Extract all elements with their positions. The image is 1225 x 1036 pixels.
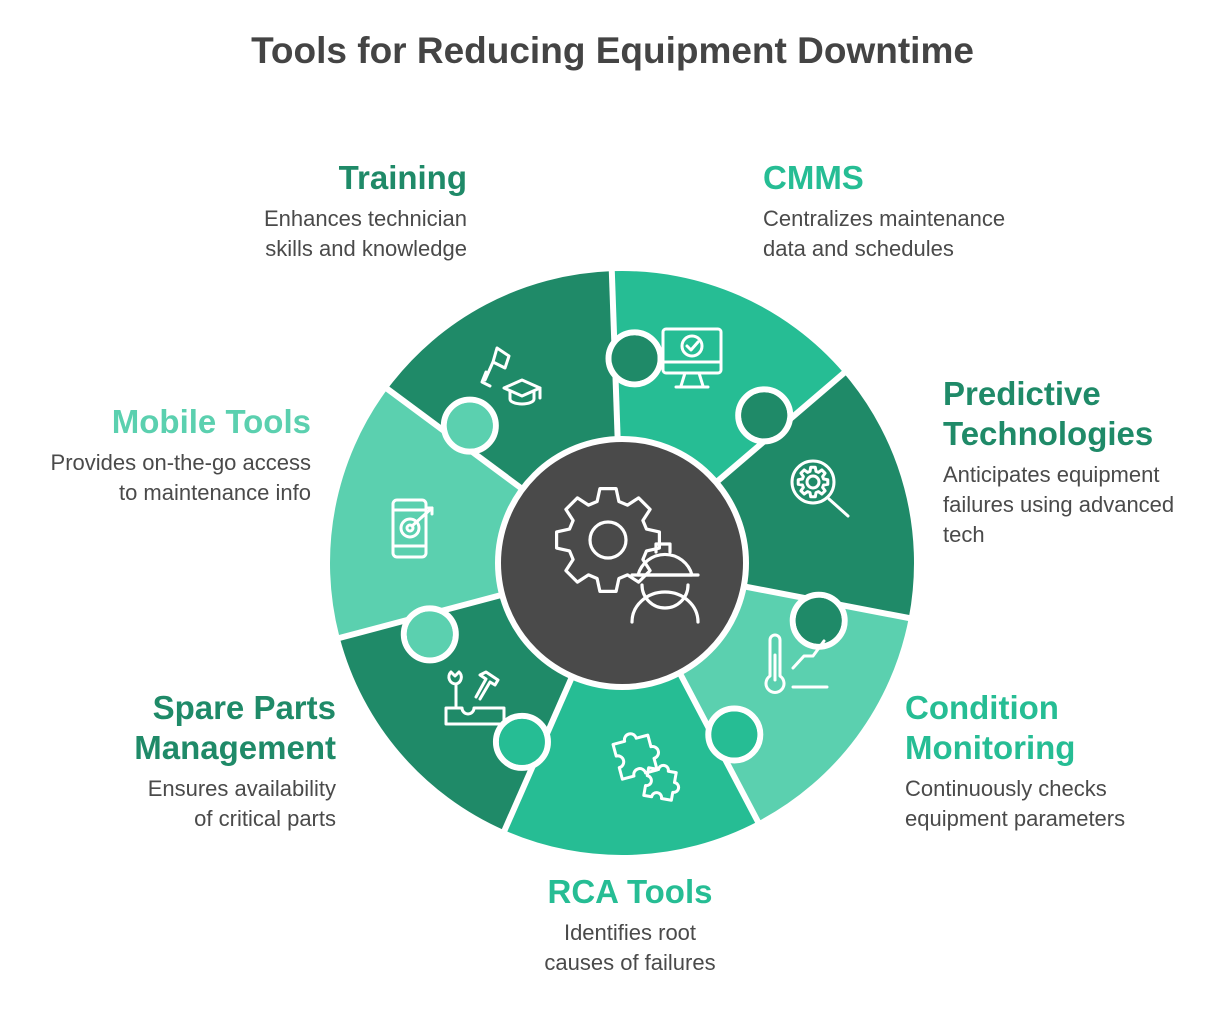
gear-search-icon [790, 459, 850, 518]
thermometer-chart-icon [764, 633, 829, 694]
spare-parts-title: Spare Parts Management [134, 689, 336, 766]
mobile-title: Mobile Tools [111, 403, 311, 440]
center-hub [495, 436, 749, 690]
training-desc: Enhances technician skills and knowledge [263, 206, 467, 261]
puzzle-piece-icon [611, 732, 681, 802]
monitor-check-icon [661, 327, 723, 389]
segment-spare-parts [339, 593, 574, 831]
toolbox-icon [444, 670, 506, 726]
label-training: Training Enhances technician skills and … [264, 158, 467, 264]
cmms-title: CMMS [763, 159, 864, 196]
segment-cmms [611, 271, 844, 485]
puzzle-knob-fill [795, 597, 842, 644]
gear-worker-icon [555, 487, 700, 624]
puzzle-seams [337, 269, 912, 834]
spare-parts-desc: Ensures availability of critical parts [147, 776, 336, 831]
puzzle-knob-fill [446, 402, 493, 449]
puzzle-knob-fill [406, 611, 453, 658]
condition-desc: Continuously checks equipment parameters [905, 776, 1126, 831]
label-mobile: Mobile Tools Provides on-the-go access t… [51, 402, 311, 508]
puzzle-knob-fill [711, 711, 758, 758]
graduation-pin-icon [480, 346, 542, 406]
puzzle-knob-fill [611, 335, 658, 382]
rca-title: RCA Tools [547, 873, 713, 910]
segment-training [387, 271, 618, 492]
label-cmms: CMMS Centralizes maintenance data and sc… [763, 158, 1005, 264]
label-rca: RCA Tools Identifies root causes of fail… [480, 872, 780, 978]
label-spare-parts: Spare Parts Management Ensures availabil… [134, 688, 336, 834]
mobile-target-icon [391, 498, 434, 559]
puzzle-knob-fill [498, 718, 545, 765]
segment-rca [504, 669, 758, 855]
mobile-desc: Provides on-the-go access to maintenance… [50, 450, 311, 505]
label-condition: Condition Monitoring Continuously checks… [905, 688, 1125, 834]
training-title: Training [338, 159, 467, 196]
cmms-desc: Centralizes maintenance data and schedul… [763, 206, 1006, 261]
rca-desc: Identifies root causes of failures [544, 920, 716, 975]
puzzle-knob-fill [741, 392, 788, 439]
label-predictive: Predictive Technologies Anticipates equi… [943, 374, 1174, 550]
predictive-title: Predictive Technologies [943, 375, 1154, 452]
condition-title: Condition Monitoring [905, 689, 1076, 766]
predictive-desc: Anticipates equipment failures using adv… [943, 462, 1175, 547]
diagram-title: Tools for Reducing Equipment Downtime [251, 30, 974, 71]
